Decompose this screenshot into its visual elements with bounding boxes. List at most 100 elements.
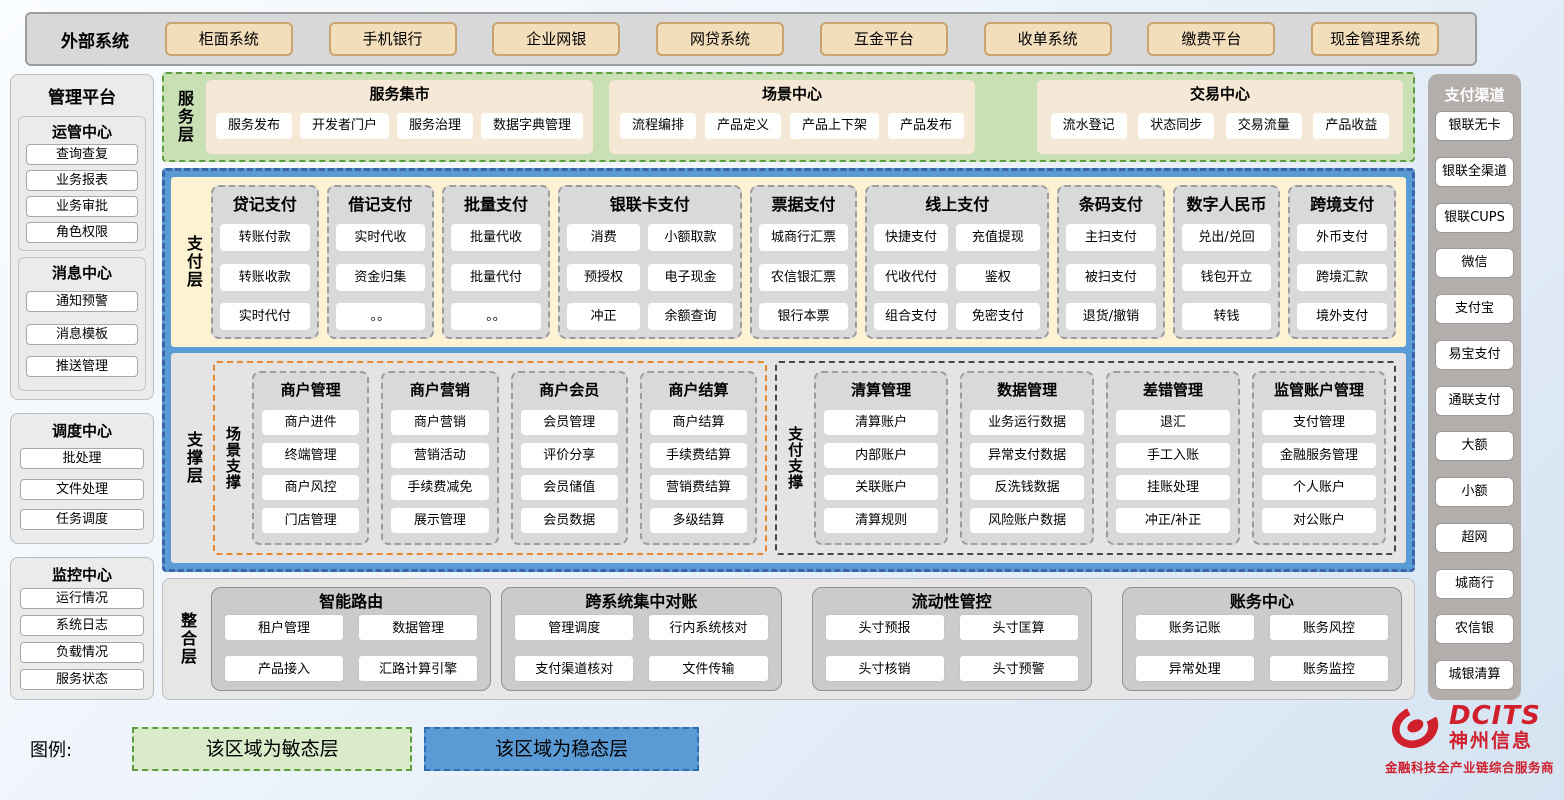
scene-support-item: 终端管理 bbox=[262, 442, 360, 468]
scene-support-item: 手续费结算 bbox=[649, 442, 748, 468]
message-center-title: 消息中心 bbox=[51, 264, 112, 282]
payment-support-item: 手工入账 bbox=[1116, 442, 1231, 468]
monitor-center-item: 服务状态 bbox=[20, 669, 144, 690]
payment-column-debit: 借记支付 实时代收资金归集。。 bbox=[326, 185, 435, 339]
trade-center-panel: 交易中心 流水登记状态同步交易流量产品收益 bbox=[1037, 80, 1403, 154]
payment-channel-item: 城商行 bbox=[1435, 568, 1514, 599]
payment-column-online: 线上支付 快捷支付充值提现代收代付鉴权组合支付免密支付 bbox=[865, 185, 1050, 339]
payment-support-item: 反洗钱数据 bbox=[970, 475, 1085, 501]
smart-routing-panel: 智能路由 租户管理数据管理产品接入汇路计算引擎 bbox=[211, 587, 492, 691]
payment-channel-item: 微信 bbox=[1435, 248, 1514, 279]
payment-column-barcode: 条码支付 主扫支付被扫支付退货/撤销 bbox=[1057, 185, 1165, 339]
payment-item: 鉴权 bbox=[955, 263, 1041, 291]
support-layer: 支撑层 场景支撑 商户管理 商户进件终端管理商户风控门店管理 商户营销 商户营销… bbox=[171, 353, 1406, 563]
payment-support-item: 对公账户 bbox=[1262, 508, 1376, 534]
merchant-marketing-column: 商户营销 商户营销营销活动手续费减免展示管理 bbox=[381, 371, 499, 545]
payment-item: 转账付款 bbox=[220, 224, 310, 251]
external-system-box: 手机银行 bbox=[328, 22, 457, 56]
dispatch-center-title: 调度中心 bbox=[51, 422, 112, 440]
logo-tagline: 金融科技全产业链综合服务商 bbox=[1385, 760, 1555, 775]
scene-support-item: 商户进件 bbox=[262, 409, 360, 435]
trade-center-title: 交易中心 bbox=[1190, 85, 1251, 103]
clearing-management-column: 清算管理 清算账户内部账户关联账户清算规则 bbox=[814, 371, 949, 545]
trade-center-item: 状态同步 bbox=[1138, 113, 1215, 139]
service-market-panel: 服务集市 服务发布开发者门户服务治理数据字典管理 bbox=[206, 80, 594, 154]
payment-channel-item: 银联无卡 bbox=[1435, 111, 1514, 141]
payment-item: 组合支付 bbox=[874, 303, 948, 330]
integration-item: 数据管理 bbox=[358, 614, 479, 641]
payment-item: 预授权 bbox=[566, 263, 641, 291]
scene-center-item: 产品发布 bbox=[887, 113, 964, 139]
monitor-center-item: 运行情况 bbox=[20, 588, 144, 609]
message-center-item: 消息模板 bbox=[26, 323, 138, 345]
payment-column-bill: 票据支付 城商行汇票农信银汇票银行本票 bbox=[749, 185, 858, 339]
payment-support-item: 冲正/补正 bbox=[1116, 508, 1231, 534]
scene-center-item: 产品上下架 bbox=[790, 113, 880, 139]
payment-channel-item: 易宝支付 bbox=[1435, 339, 1514, 370]
legend-stable-layer: 该区域为稳态层 bbox=[424, 727, 700, 771]
payment-item: 转钱 bbox=[1181, 303, 1272, 330]
integration-item: 头寸预警 bbox=[958, 655, 1079, 682]
scene-center-item: 流程编排 bbox=[620, 113, 697, 139]
scene-center-title: 场景中心 bbox=[762, 85, 823, 103]
payment-item: 实时代付 bbox=[220, 303, 310, 330]
management-panel: 管理平台 运管中心 查询查复业务报表业务审批角色权限 消息中心 通知预警消息模板… bbox=[10, 74, 154, 400]
payment-item: 代收代付 bbox=[874, 263, 948, 291]
dcits-logo: DCITS 神州信息 金融科技全产业链综合服务商 bbox=[1385, 700, 1563, 776]
payment-layer-label: 支付层 bbox=[184, 235, 203, 289]
service-panels: 服务集市 服务发布开发者门户服务治理数据字典管理 场景中心 流程编排产品定义产品… bbox=[206, 80, 1403, 154]
payment-channel-item: 超网 bbox=[1435, 522, 1514, 553]
payment-item: 电子现金 bbox=[648, 263, 733, 291]
payment-item: 外币支付 bbox=[1297, 224, 1387, 251]
payment-support-item: 内部账户 bbox=[824, 442, 939, 468]
management-title: 管理平台 bbox=[48, 88, 116, 108]
external-system-box: 收单系统 bbox=[983, 22, 1112, 56]
payment-item: 小额取款 bbox=[648, 224, 733, 251]
message-center-item: 推送管理 bbox=[26, 355, 138, 377]
monitor-center-panel: 监控中心 运行情况系统日志负载情况服务状态 bbox=[10, 557, 154, 700]
integration-item: 汇路计算引擎 bbox=[358, 655, 479, 682]
ops-center-item: 业务审批 bbox=[26, 196, 138, 217]
payment-item: 批量代付 bbox=[451, 263, 541, 291]
dispatch-center-item: 任务调度 bbox=[20, 509, 144, 531]
scene-support-item: 手续费减免 bbox=[391, 475, 489, 501]
dispatch-center-panel: 调度中心 批处理文件处理任务调度 bbox=[10, 413, 154, 544]
ops-center-title: 运管中心 bbox=[51, 123, 112, 141]
payment-support-item: 挂账处理 bbox=[1116, 475, 1231, 501]
external-system-box: 互金平台 bbox=[819, 22, 948, 56]
payment-channel-item: 银联全渠道 bbox=[1435, 156, 1514, 187]
liquidity-control-panel: 流动性管控 头寸预报头寸匡算头寸核销头寸预警 bbox=[811, 587, 1092, 691]
payment-item: 充值提现 bbox=[955, 224, 1041, 251]
integration-item: 租户管理 bbox=[224, 614, 345, 641]
integration-item: 管理调度 bbox=[514, 614, 635, 641]
payment-channel-item: 大额 bbox=[1435, 431, 1514, 462]
payment-support-item: 退汇 bbox=[1116, 409, 1231, 435]
management-sidebar: 管理平台 运管中心 查询查复业务报表业务审批角色权限 消息中心 通知预警消息模板… bbox=[10, 74, 154, 700]
external-system-box: 现金管理系统 bbox=[1311, 22, 1440, 56]
external-systems-bar: 外部系统 柜面系统手机银行企业网银网贷系统互金平台收单系统缴费平台现金管理系统 bbox=[25, 12, 1477, 66]
scene-support-item: 营销活动 bbox=[391, 442, 489, 468]
integration-item: 文件传输 bbox=[648, 655, 769, 682]
scene-support-item: 会员数据 bbox=[520, 508, 618, 534]
scene-support-item: 营销费结算 bbox=[649, 475, 748, 501]
service-layer: 服务层 服务集市 服务发布开发者门户服务治理数据字典管理 场景中心 流程编排产品… bbox=[162, 72, 1415, 162]
ops-center-item: 业务报表 bbox=[26, 170, 138, 191]
payment-support-item: 支付管理 bbox=[1262, 409, 1376, 435]
service-market-title: 服务集市 bbox=[369, 85, 430, 103]
trade-center-item: 产品收益 bbox=[1313, 113, 1390, 139]
external-systems-list: 柜面系统手机银行企业网银网贷系统互金平台收单系统缴费平台现金管理系统 bbox=[129, 22, 1475, 56]
payment-support-item: 金融服务管理 bbox=[1262, 442, 1376, 468]
scene-support-item: 商户结算 bbox=[649, 409, 748, 435]
scene-support-item: 门店管理 bbox=[262, 508, 360, 534]
integration-layer: 整合层 智能路由 租户管理数据管理产品接入汇路计算引擎 跨系统集中对账 管理调度… bbox=[162, 578, 1415, 700]
payment-item: 批量代收 bbox=[451, 224, 541, 251]
dcits-swirl-icon bbox=[1391, 708, 1439, 749]
payment-channel-item: 支付宝 bbox=[1435, 294, 1514, 324]
payment-item: 银行本票 bbox=[758, 303, 849, 330]
payment-item: 免密支付 bbox=[955, 303, 1041, 330]
integration-item: 头寸核销 bbox=[824, 655, 945, 682]
payment-item: 兑出/兑回 bbox=[1181, 224, 1272, 251]
scene-support-item: 商户营销 bbox=[391, 409, 489, 435]
payment-item: 主扫支付 bbox=[1066, 224, 1156, 251]
